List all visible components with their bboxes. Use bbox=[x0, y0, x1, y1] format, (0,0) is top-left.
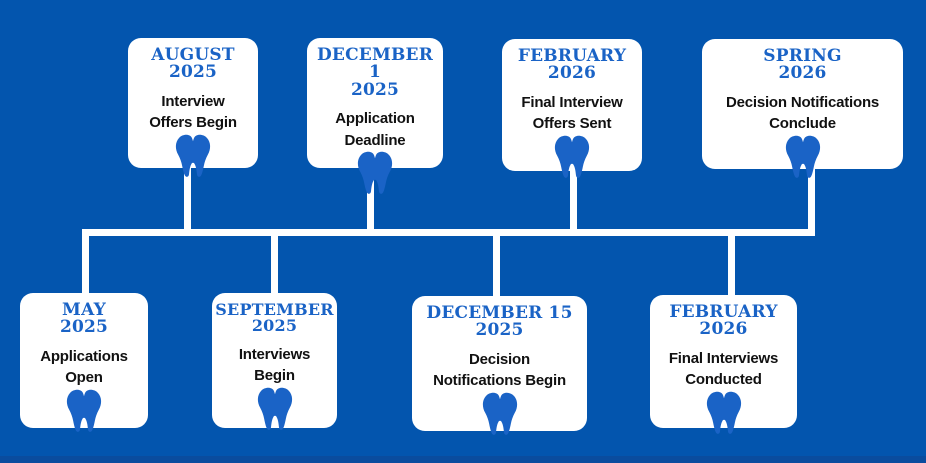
milestone-description: Applications Open bbox=[40, 346, 128, 390]
milestone-date: DECEMBER 15 2025 bbox=[426, 303, 573, 341]
tooth-icon bbox=[552, 135, 592, 179]
connector-vertical-september bbox=[271, 229, 278, 303]
milestone-description: Final Interview Offers Sent bbox=[521, 92, 622, 136]
milestone-date: FEBRUARY 2026 bbox=[517, 46, 627, 84]
milestone-description: Interviews Begin bbox=[238, 344, 311, 388]
connector-horizontal bbox=[83, 229, 815, 236]
bottom-accent-strip bbox=[0, 456, 926, 463]
tooth-icon bbox=[704, 391, 744, 435]
milestone-card-spring-2026: SPRING 2026 Decision Notifications Concl… bbox=[702, 39, 903, 169]
milestone-card-february-2026-bottom: FEBRUARY 2026 Final Interviews Conducted bbox=[650, 295, 797, 428]
description-line-1: Application bbox=[335, 109, 415, 127]
description-line-1: Applications bbox=[40, 347, 128, 365]
description-line-2: Offers Begin bbox=[149, 114, 237, 132]
milestone-description: Interview Offers Begin bbox=[149, 91, 237, 135]
milestone-description: Final Interviews Conducted bbox=[668, 348, 779, 392]
date-line-2: 2025 bbox=[475, 320, 524, 341]
date-line-2: 2025 bbox=[168, 62, 218, 83]
date-line-1: FEBRUARY bbox=[669, 302, 778, 322]
description-line-1: Final Interview bbox=[521, 93, 623, 111]
milestone-card-september-2025: SEPTEMBER 2025 Interviews Begin bbox=[212, 293, 337, 428]
connector-vertical-december-1 bbox=[367, 162, 374, 236]
tooth-icon bbox=[173, 134, 213, 178]
tooth-icon bbox=[64, 389, 104, 433]
description-line-2: Begin bbox=[254, 367, 295, 385]
milestone-date: MAY 2025 bbox=[59, 300, 109, 338]
milestone-description: Application Deadline bbox=[335, 108, 415, 152]
connector-vertical-february-top bbox=[570, 162, 577, 236]
tooth-icon bbox=[255, 387, 295, 431]
milestone-description: Decision Notifications Begin bbox=[433, 349, 566, 393]
date-line-1: AUGUST bbox=[151, 45, 235, 65]
milestone-date: SPRING 2026 bbox=[763, 46, 842, 84]
milestone-description: Decision Notifications Conclude bbox=[726, 92, 879, 136]
date-line-2: 2025 bbox=[350, 79, 400, 100]
description-line-2: Open bbox=[65, 369, 103, 387]
milestone-card-august-2025: AUGUST 2025 Interview Offers Begin bbox=[128, 38, 258, 168]
date-line-2: 2026 bbox=[699, 319, 748, 340]
milestone-card-february-2026-top: FEBRUARY 2026 Final Interview Offers Sen… bbox=[502, 39, 642, 171]
connector-vertical-august bbox=[184, 162, 191, 236]
description-line-1: Decision bbox=[469, 350, 530, 368]
date-line-1: MAY bbox=[62, 300, 106, 320]
tooth-icon bbox=[480, 392, 520, 436]
description-line-2: Offers Sent bbox=[532, 115, 612, 133]
milestone-date: AUGUST 2025 bbox=[151, 45, 235, 83]
date-line-2: 2026 bbox=[547, 63, 597, 84]
milestone-card-may-2025: MAY 2025 Applications Open bbox=[20, 293, 148, 428]
milestone-card-december-1-2025: DECEMBER 1 2025 Application Deadline bbox=[307, 38, 443, 168]
date-line-1: FEBRUARY bbox=[517, 46, 627, 66]
tooth-icon bbox=[355, 151, 395, 195]
connector-vertical-february-bottom bbox=[728, 229, 735, 303]
milestone-date: DECEMBER 1 2025 bbox=[311, 45, 439, 100]
date-line-1: DECEMBER 15 bbox=[426, 303, 573, 323]
description-line-2: Conclude bbox=[769, 115, 836, 133]
connector-vertical-spring bbox=[808, 162, 815, 236]
tooth-icon bbox=[783, 135, 823, 179]
milestone-date: SEPTEMBER 2025 bbox=[215, 300, 334, 336]
date-line-1: DECEMBER 1 bbox=[316, 45, 434, 83]
date-line-1: SPRING bbox=[763, 46, 842, 66]
description-line-1: Interview bbox=[161, 92, 225, 110]
description-line-1: Interviews bbox=[238, 345, 311, 363]
description-line-1: Decision Notifications bbox=[725, 93, 880, 111]
connector-vertical-may bbox=[82, 229, 89, 303]
date-line-2: 2025 bbox=[59, 317, 109, 338]
connector-vertical-december-15 bbox=[493, 229, 500, 303]
description-line-1: Final Interviews bbox=[668, 349, 779, 367]
description-line-2: Conducted bbox=[685, 371, 762, 389]
date-line-2: 2025 bbox=[251, 316, 298, 336]
date-line-1: SEPTEMBER bbox=[215, 300, 334, 319]
description-line-2: Notifications Begin bbox=[433, 372, 566, 390]
date-line-2: 2026 bbox=[778, 63, 827, 84]
milestone-date: FEBRUARY 2026 bbox=[669, 302, 778, 340]
description-line-2: Deadline bbox=[344, 131, 406, 149]
milestone-card-december-15-2025: DECEMBER 15 2025 Decision Notifications … bbox=[412, 296, 587, 431]
